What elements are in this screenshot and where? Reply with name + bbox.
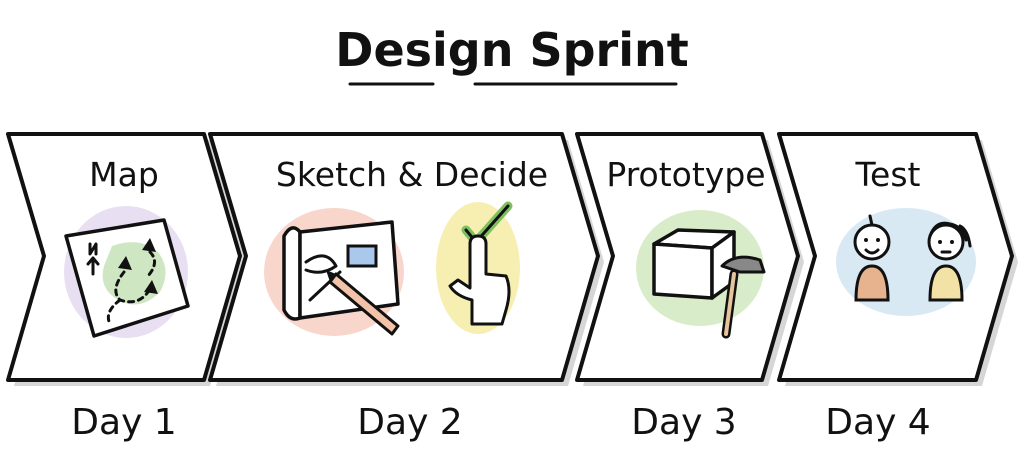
title-text: Design Sprint (335, 23, 688, 77)
sketch-pencil-icon (264, 208, 404, 336)
phase-prototype: Prototype Day 3 (575, 132, 800, 443)
phase-map: Map Day 1 (6, 132, 242, 443)
phase-sketch-decide: Sketch & Decide Day 2 (208, 132, 600, 443)
day-label-4: Day 4 (825, 402, 930, 443)
day-label-3: Day 3 (631, 402, 736, 443)
title: Design Sprint (335, 23, 689, 86)
phase-label-prototype: Prototype (606, 155, 765, 194)
phase-label-sketch-decide: Sketch & Decide (276, 155, 548, 194)
two-people-icon (836, 208, 976, 316)
day-label-2: Day 2 (357, 402, 462, 443)
phase-label-map: Map (89, 155, 159, 194)
box-hammer-icon (636, 210, 766, 339)
phase-label-test: Test (855, 155, 921, 194)
day-label-1: Day 1 (71, 402, 176, 443)
phase-test: Test Day 4 (777, 132, 1014, 443)
hand-checkmark-icon (436, 201, 520, 334)
treasure-map-icon (64, 206, 190, 338)
